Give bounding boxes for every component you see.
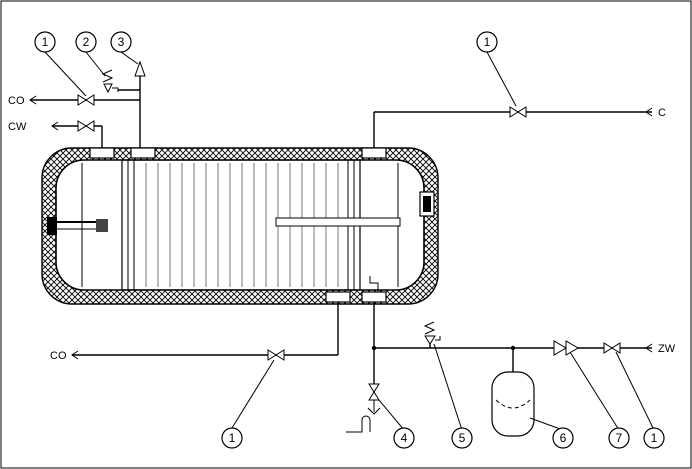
svg-text:1: 1 (484, 35, 491, 49)
valve-zw-shutoff (603, 342, 621, 354)
callouts: 1 2 3 1 1 4 5 6 7 1 (34, 31, 665, 449)
svg-text:2: 2 (83, 35, 90, 49)
label-c-right: C (658, 107, 666, 119)
label-zw-right: ZW (658, 343, 676, 355)
safety-valve-top (101, 69, 119, 94)
socket-bottom-left (325, 291, 351, 303)
storage-tank (41, 147, 439, 305)
svg-text:1: 1 (229, 431, 236, 445)
socket-bottom-right (361, 291, 387, 303)
anode-rod (47, 217, 108, 235)
svg-text:4: 4 (401, 431, 408, 445)
callout-6 (552, 427, 574, 449)
valve-co-bottom (267, 349, 285, 361)
callout-4 (393, 427, 415, 449)
svg-text:1: 1 (42, 35, 49, 49)
junction-dot (371, 345, 377, 351)
svg-text:3: 3 (118, 35, 125, 49)
callout-1-bottom-right (643, 427, 665, 449)
valve-c-right (509, 106, 527, 118)
callout-7 (608, 427, 630, 449)
valves (77, 94, 621, 401)
valve-drain (368, 383, 380, 401)
heating-element (275, 191, 435, 227)
callout-5 (451, 427, 473, 449)
expansion-vessel (491, 345, 535, 437)
socket-top-right (361, 147, 387, 159)
label-cw-top: CW (8, 121, 27, 133)
callout-2 (75, 31, 97, 53)
callout-1-bottom-left (221, 427, 243, 449)
check-valve (553, 340, 567, 356)
label-co-bottom: CO (50, 350, 67, 362)
valve-co-top (77, 94, 95, 106)
socket-top-mid (130, 147, 156, 159)
safety-valve-bottom (423, 321, 441, 345)
svg-text:1: 1 (651, 431, 658, 445)
svg-text:5: 5 (459, 431, 466, 445)
heating-coil (121, 159, 361, 291)
callout-1-top-left (34, 31, 56, 53)
callout-1-top-right (476, 31, 498, 53)
valve-cw-top (77, 120, 95, 132)
label-co-top: CO (8, 95, 25, 107)
air-vent (134, 60, 146, 77)
socket-top-left (89, 147, 115, 159)
svg-text:6: 6 (560, 431, 567, 445)
svg-text:7: 7 (616, 431, 623, 445)
